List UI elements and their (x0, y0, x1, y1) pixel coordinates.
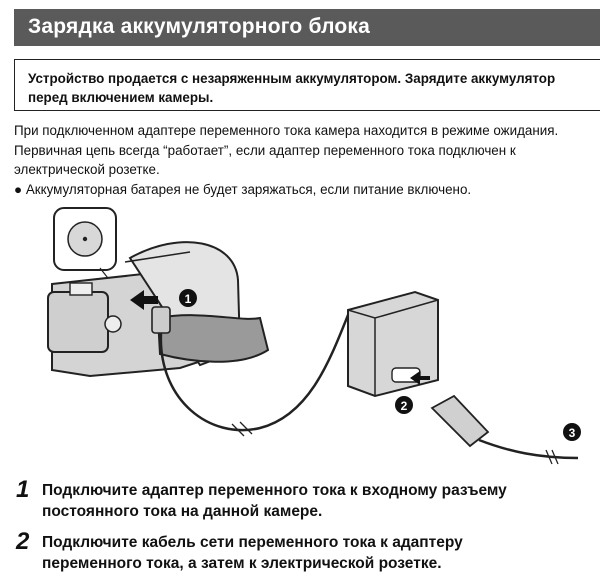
ac-adapter-icon (347, 290, 439, 398)
charging-illustration: 1 2 3 (47, 207, 581, 465)
bullet-text: Аккумуляторная батарея не будет заряжать… (25, 181, 472, 197)
callout-2: 2 (395, 396, 413, 414)
step-1-line-1: Подключите адаптер переменного тока к вх… (42, 482, 507, 499)
power-plug-icon (430, 394, 579, 465)
body-line-1: При подключенном адаптере переменного то… (14, 123, 559, 138)
camcorder-icon (47, 241, 270, 378)
dc-input-jack-icon (53, 207, 123, 297)
notice-line-2: перед включением камеры. (28, 90, 214, 105)
body-text: При подключенном адаптере переменного то… (14, 121, 600, 199)
notice-line-1: Устройство продается с незаряженным акку… (28, 71, 556, 86)
step-1-number: 1 (16, 476, 30, 503)
step-2-number: 2 (16, 528, 30, 555)
callout-3-label: 3 (569, 426, 576, 440)
dc-plug-icon (151, 306, 352, 437)
section-title-bar: Зарядка аккумуляторного блока (14, 9, 600, 46)
body-line-3: электрической розетке. (14, 162, 160, 177)
callout-1-label: 1 (185, 292, 192, 306)
notice-box: Устройство продается с незаряженным акку… (14, 59, 600, 111)
step-2-line-2: переменного тока, а затем к электрическо… (42, 555, 442, 572)
insert-arrow-icon (130, 290, 158, 310)
section-title: Зарядка аккумуляторного блока (28, 15, 370, 38)
bullet-item: ● Аккумуляторная батарея не будет заряжа… (14, 181, 472, 197)
step-1-line-2: постоянного тока на данной камере. (42, 503, 323, 520)
body-line-2: Первичная цепь всегда “работает”, если а… (14, 142, 516, 158)
step-2-line-1: Подключите кабель сети переменного тока … (42, 534, 463, 551)
callout-3: 3 (563, 423, 581, 441)
callout-2-label: 2 (401, 399, 408, 413)
callout-1: 1 (179, 289, 197, 307)
